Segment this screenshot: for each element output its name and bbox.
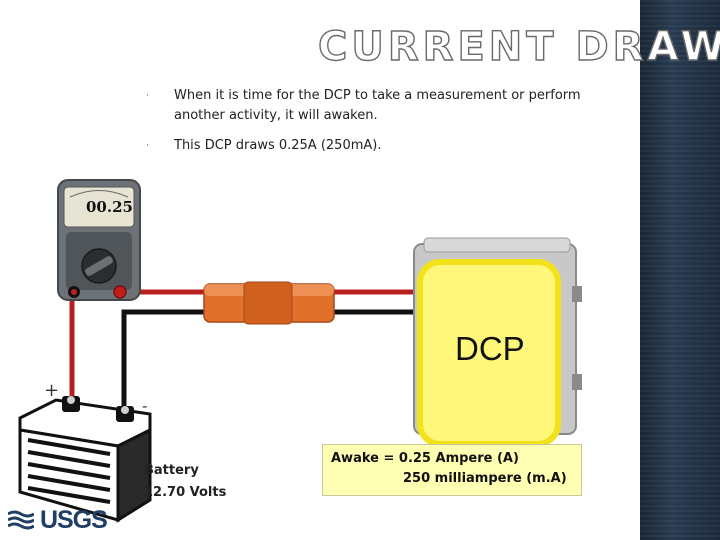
bullet-1-text: When it is time for the DCP to take a me… [174,88,581,123]
meter-reading: 00.25 [86,198,133,216]
battery-label: Battery 12.70 Volts [144,460,226,504]
slide-title: CURRENT DRAW [317,23,720,70]
current-callout: Awake = 0.25 Ampere (A) 250 milliampere … [322,444,582,496]
bullet-2: · This DCP draws 0.25A (250mA). [146,136,594,156]
multimeter [57,179,141,301]
right-sidebar-decoration [640,0,720,540]
usgs-logo: USGS [7,506,108,535]
callout-line-2: 250 milliampere (m.A) [403,471,567,486]
battery [18,396,152,523]
fuse-holder [203,281,335,325]
bullet-marker: · [146,91,149,101]
callout-line-1: Awake = 0.25 Ampere (A) [331,451,519,466]
battery-negative-symbol: - [142,396,148,415]
battery-positive-symbol: + [44,380,60,401]
circuit-diagram [18,179,582,523]
negative-wire [121,309,430,410]
bullet-2-text: This DCP draws 0.25A (250mA). [174,138,382,153]
battery-name: Battery [144,463,199,478]
usgs-logo-text: USGS [39,506,108,534]
battery-voltage: 12.70 Volts [144,485,227,500]
bullet-1: · When it is time for the DCP to take a … [146,86,594,126]
dcp-label: DCP [455,330,525,367]
bullet-marker: · [146,141,149,151]
dcp-enclosure [413,237,582,447]
usgs-wave-icon [7,510,35,530]
